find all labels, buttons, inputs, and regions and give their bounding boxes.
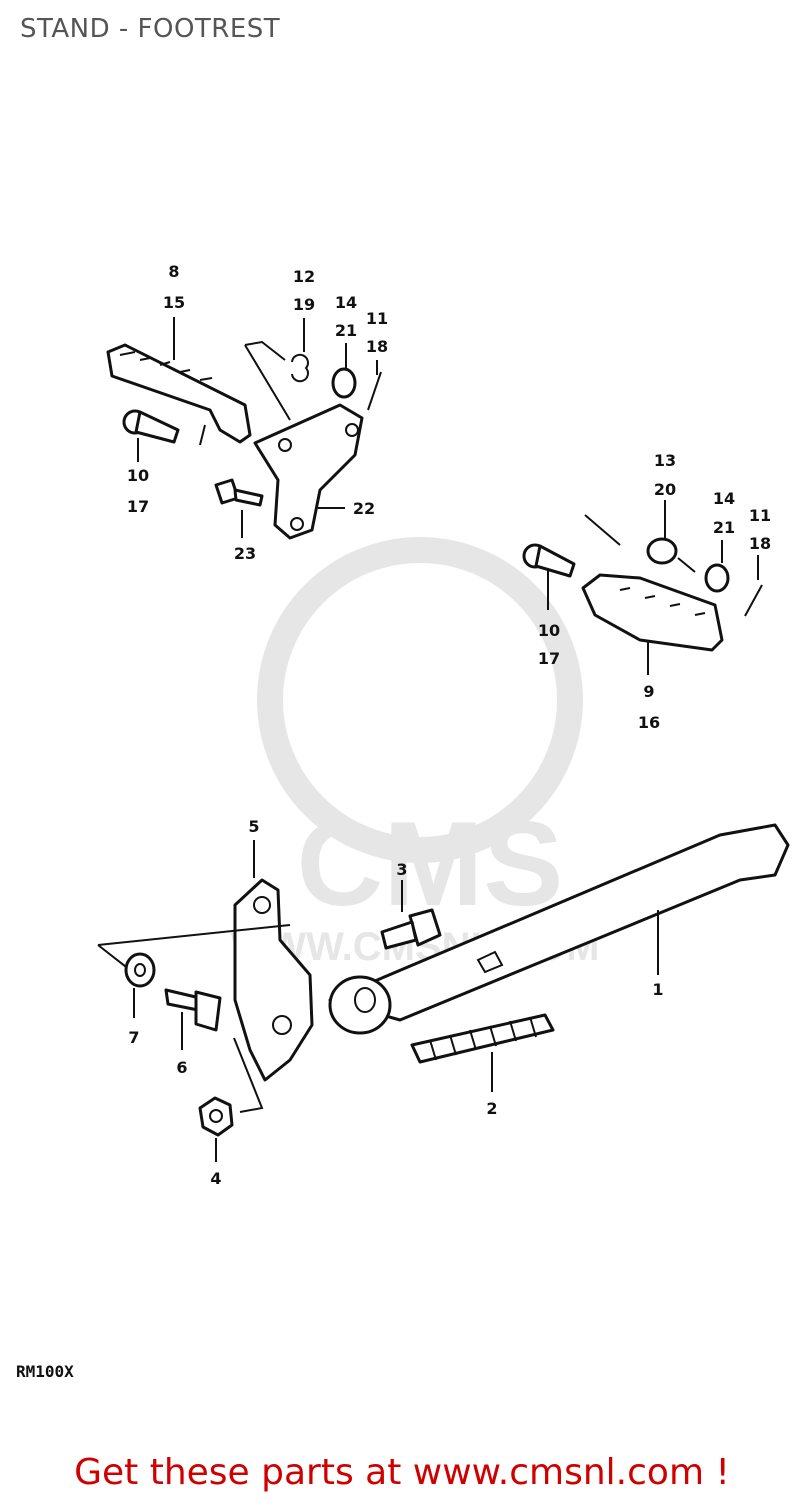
watermark-logo: CMS [297, 797, 564, 931]
callout-17b: 17 [538, 649, 560, 668]
right-pin [534, 544, 576, 578]
callout-11a: 11 [366, 309, 388, 328]
callout-5: 5 [248, 817, 259, 836]
footer-link-text[interactable]: Get these parts at www.cmsnl.com ! [74, 1452, 730, 1493]
stand-bolt-3-shank [380, 920, 418, 950]
callout-7: 7 [128, 1028, 139, 1047]
stand-spring [410, 1013, 555, 1064]
left-bolt-shank [233, 488, 264, 507]
right-washer [704, 563, 730, 593]
callout-10b: 10 [538, 621, 560, 640]
left-bracket [253, 403, 364, 540]
stand-bolt-6-head [194, 990, 222, 1032]
side-stand-group [97, 823, 790, 1162]
callout-11b: 11 [749, 506, 771, 525]
stand-washer [124, 952, 156, 988]
callout-13: 13 [654, 451, 676, 470]
callout-18a: 18 [366, 337, 388, 356]
callout-19: 19 [293, 295, 315, 314]
model-code: RM100X [16, 1362, 74, 1381]
callout-3: 3 [396, 860, 407, 879]
right-spring [646, 537, 678, 565]
callout-2: 2 [486, 1099, 497, 1118]
side-stand-bar [328, 823, 790, 1022]
callout-1: 1 [652, 980, 663, 999]
callout-4: 4 [210, 1169, 221, 1188]
callout-17a: 17 [127, 497, 149, 516]
left-cotter-pin [367, 371, 382, 411]
stand-bracket [233, 878, 314, 1082]
side-stand-pivot [328, 975, 392, 1035]
callout-16: 16 [638, 713, 660, 732]
cms-watermark: CMS WWW.CMSNL.COM [231, 537, 599, 969]
callout-labels: 8 15 12 19 14 21 11 18 10 17 23 22 13 20… [127, 262, 771, 1188]
right-cotter-pin [744, 584, 763, 617]
callout-20: 20 [654, 480, 676, 499]
left-footrest-peg [106, 343, 252, 444]
callout-14a: 14 [335, 293, 357, 312]
callout-9: 9 [643, 682, 654, 701]
stand-nut [198, 1096, 234, 1137]
callout-21a: 21 [335, 321, 357, 340]
callout-14b: 14 [713, 489, 735, 508]
callout-18b: 18 [749, 534, 771, 553]
left-footrest-group [106, 317, 382, 540]
callout-10a: 10 [127, 466, 149, 485]
right-footrest-peg [581, 573, 724, 652]
left-pin [134, 410, 180, 444]
callout-22: 22 [353, 499, 375, 518]
callout-23: 23 [234, 544, 256, 563]
page-title: STAND - FOOTREST [20, 14, 281, 44]
right-footrest-group [522, 500, 763, 675]
callout-12: 12 [293, 267, 315, 286]
left-washer [331, 367, 357, 399]
callout-6: 6 [176, 1058, 187, 1077]
left-spring [291, 353, 309, 383]
callout-8: 8 [168, 262, 179, 281]
callout-15: 15 [163, 293, 185, 312]
callout-21b: 21 [713, 518, 735, 537]
